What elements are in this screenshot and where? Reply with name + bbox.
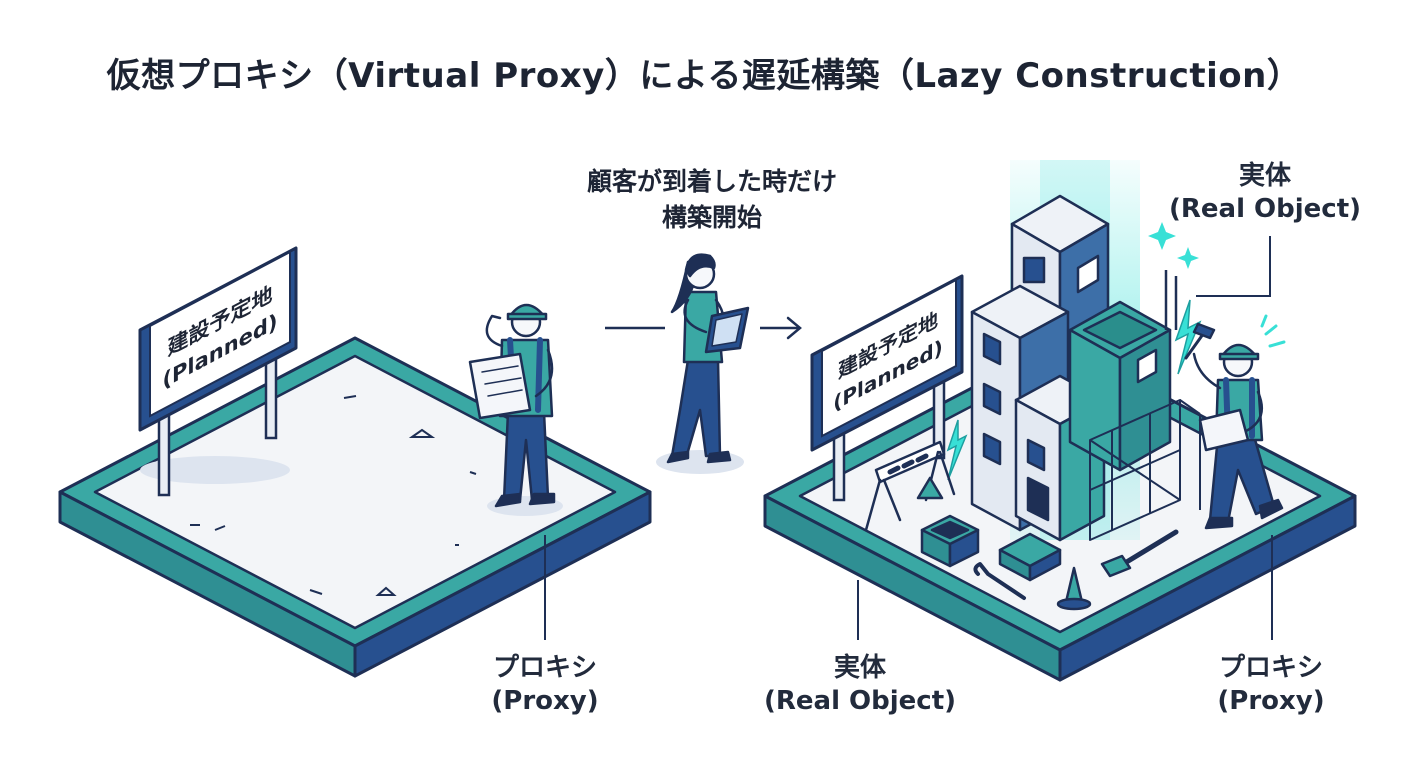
right-arrow-icon bbox=[760, 316, 802, 340]
customer-with-tablet bbox=[656, 253, 750, 474]
label-proxy-right-line1: プロキシ bbox=[1218, 653, 1323, 683]
leader-lines bbox=[544, 236, 1273, 640]
worker-reading-plan bbox=[468, 303, 563, 516]
planned-sign-left: 建設予定地 (Planned) bbox=[138, 246, 298, 497]
label-proxy-right-line2: (Proxy) bbox=[1217, 685, 1325, 716]
site-tools bbox=[864, 440, 1179, 611]
label-proxy-right: プロキシ (Proxy) bbox=[1196, 652, 1346, 717]
real-building bbox=[970, 194, 1201, 542]
label-proxy-left: プロキシ (Proxy) bbox=[470, 652, 620, 717]
caption-line2: 構築開始 bbox=[662, 203, 762, 232]
label-real-bottom: 実体 (Real Object) bbox=[760, 652, 960, 717]
label-real-top-line2: (Real Object) bbox=[1168, 193, 1362, 224]
planned-sign-right: 建設予定地 (Planned) bbox=[810, 274, 964, 502]
label-proxy-left-line1: プロキシ bbox=[492, 653, 597, 683]
worker-with-hammer bbox=[1184, 314, 1286, 530]
label-real-top: 実体 (Real Object) bbox=[1160, 160, 1370, 225]
label-real-top-line1: 実体 bbox=[1238, 161, 1291, 191]
label-real-bottom-line2: (Real Object) bbox=[763, 685, 957, 716]
caption-line1: 顧客が到着した時だけ bbox=[587, 167, 837, 196]
page-title: 仮想プロキシ（Virtual Proxy）による遅延構築（Lazy Constr… bbox=[106, 56, 1302, 96]
label-real-bottom-line1: 実体 bbox=[833, 653, 886, 683]
label-proxy-left-line2: (Proxy) bbox=[491, 685, 599, 716]
